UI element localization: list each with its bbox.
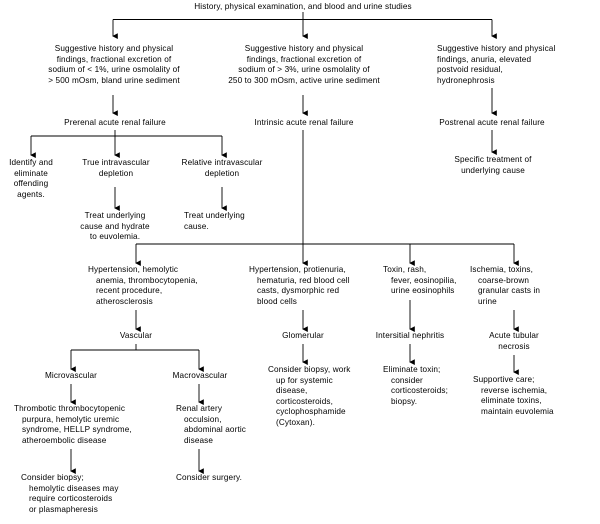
node-vascular-criteria: Hypertension, hemolytic anemia, thromboc… xyxy=(88,265,198,306)
node-intrinsic-diagnosis: Intrinsic acute renal failure xyxy=(254,118,354,127)
node-postrenal-criteria: Suggestive history and physical findings… xyxy=(437,44,556,85)
node-glomerular-treatment: Consider biopsy, work up for systemic di… xyxy=(268,365,351,427)
node-atn-treatment: Supportive care; reverse ischemia, elimi… xyxy=(473,375,554,416)
node-microvascular-treatment: Consider biopsy; hemolytic diseases may … xyxy=(21,473,119,514)
node-interstitial-treatment: Eliminate toxin; consider corticosteroid… xyxy=(383,365,448,406)
node-vascular: Vascular xyxy=(119,331,153,340)
node-prerenal-diagnosis: Prerenal acute renal failure xyxy=(64,118,166,127)
node-relative-depletion-treatment: Treat underlying cause. xyxy=(184,211,245,231)
node-glomerular-criteria: Hypertension, protienuria, hematuria, re… xyxy=(249,265,350,306)
node-microvascular-causes: Thrombotic thrombocytopenic purpura, hem… xyxy=(14,404,132,445)
node-relative-intravascular-depletion: Relative intravascular depletion xyxy=(181,158,263,178)
node-atn-criteria: Ischemia, toxins, coarse-brown granular … xyxy=(470,265,541,306)
node-glomerular: Glomerular xyxy=(282,331,324,340)
node-root: History, physical examination, and blood… xyxy=(194,2,412,11)
node-true-depletion-treatment: Treat underlying cause and hydrate to eu… xyxy=(80,211,150,242)
node-identify-eliminate: Identify and eliminate offending agents. xyxy=(9,158,53,199)
node-interstitial-nephritis: Intersitial nephritis xyxy=(375,331,445,340)
node-macrovascular-treatment: Consider surgery. xyxy=(176,473,243,482)
node-postrenal-diagnosis: Postrenal acute renal failure xyxy=(439,118,545,127)
node-macrovascular: Macrovascular xyxy=(172,371,228,380)
node-prerenal-criteria: Suggestive history and physical findings… xyxy=(48,44,180,85)
node-microvascular: Microvascular xyxy=(44,371,98,380)
node-true-intravascular-depletion: True intravascular depletion xyxy=(82,158,150,178)
node-acute-tubular-necrosis: Acute tubular necrosis xyxy=(489,331,539,351)
node-macrovascular-causes: Renal artery occulsion, abdominal aortic… xyxy=(176,404,246,445)
node-intrinsic-criteria: Suggestive history and physical findings… xyxy=(228,44,380,85)
node-interstitial-criteria: Toxin, rash, fever, eosinopilia, urine e… xyxy=(383,265,457,296)
node-postrenal-treatment: Specific treatment of underlying cause xyxy=(454,155,532,175)
